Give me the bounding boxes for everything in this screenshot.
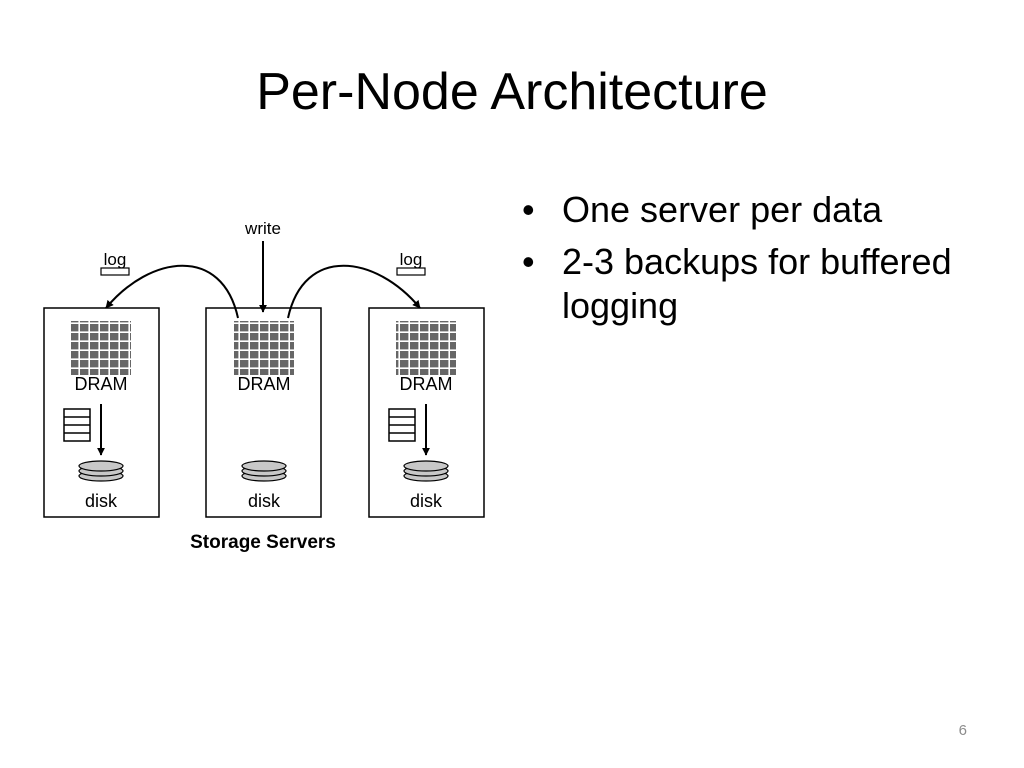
replication-arrow-right — [287, 264, 421, 319]
page-number: 6 — [958, 722, 967, 739]
log-box-right-icon — [396, 267, 426, 276]
dram-label: DRAM — [75, 374, 128, 394]
diagram-caption: Storage Servers — [190, 532, 336, 553]
storage-architecture-diagram: write log log DRAM disk DRAM disk DRAM d… — [43, 219, 485, 553]
disk-icon — [241, 460, 287, 482]
disk-icon — [403, 460, 449, 482]
disk-label: disk — [410, 491, 443, 511]
dram-chip-icon — [234, 321, 294, 375]
storage-server-1: DRAM disk — [43, 307, 160, 518]
storage-server-3: DRAM disk — [368, 307, 485, 518]
log-box-left-icon — [100, 267, 130, 276]
disk-label: disk — [248, 491, 281, 511]
bullet-item: One server per data — [522, 188, 982, 232]
log-label-left: log — [104, 250, 127, 269]
disk-icon — [78, 460, 124, 482]
bullet-list: One server per data 2-3 backups for buff… — [522, 188, 982, 336]
bullet-item: 2-3 backups for buffered logging — [522, 240, 982, 328]
log-buffer-icon — [388, 408, 416, 442]
log-label-right: log — [400, 250, 423, 269]
dram-label: DRAM — [400, 374, 453, 394]
slide-title: Per-Node Architecture — [256, 63, 768, 121]
storage-server-2: DRAM disk — [205, 307, 322, 518]
replication-arrow-left — [105, 264, 239, 319]
disk-label: disk — [85, 491, 118, 511]
log-buffer-icon — [63, 408, 91, 442]
write-label: write — [244, 219, 281, 238]
dram-chip-icon — [396, 321, 456, 375]
dram-chip-icon — [71, 321, 131, 375]
dram-label: DRAM — [238, 374, 291, 394]
